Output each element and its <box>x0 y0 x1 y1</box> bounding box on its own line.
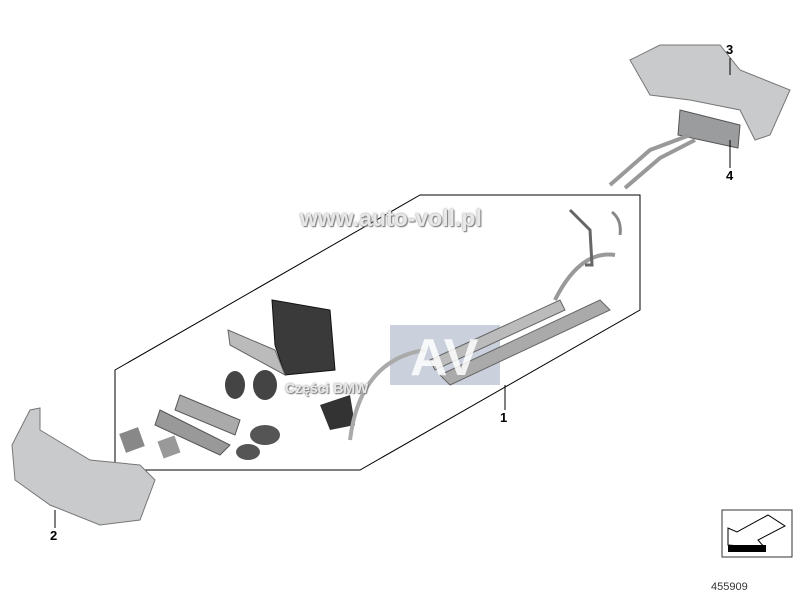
side-skirt-part <box>439 299 611 386</box>
trim-2-part <box>157 435 181 459</box>
front-bumper-part <box>11 407 156 526</box>
lower-grille-2-part <box>154 409 231 456</box>
callout-1: 1 <box>500 410 508 425</box>
clip-part <box>611 210 622 236</box>
radiator-support-part <box>271 299 336 376</box>
watermark-subtitle: Części BMW <box>285 380 369 396</box>
kidney-grille-left <box>225 371 245 399</box>
bumper-carrier-part <box>227 329 286 377</box>
fog-grille-2-part <box>236 444 260 460</box>
exhaust-pipes <box>608 133 696 190</box>
trim-part <box>119 427 145 453</box>
orientation-arrow-shadow <box>728 545 766 552</box>
side-skirt-2-part <box>429 299 566 371</box>
exhaust-part <box>677 109 741 149</box>
bracket-part <box>568 208 594 267</box>
watermark-logo: AV <box>410 329 479 387</box>
rear-bumper-part <box>629 44 791 141</box>
diagram-number: 455909 <box>711 581 748 593</box>
air-duct-part <box>320 395 355 430</box>
lower-grille-part <box>174 394 241 436</box>
callout-3: 3 <box>726 42 734 57</box>
wheel-arch-part <box>553 252 616 301</box>
callout-4: 4 <box>726 168 734 183</box>
callout-2: 2 <box>50 528 58 543</box>
fog-grille-part <box>250 425 280 445</box>
watermark-url: www.auto-voll.pl <box>300 205 482 231</box>
kidney-grille-right <box>253 370 277 400</box>
wheel-arch-2-part <box>348 348 426 441</box>
